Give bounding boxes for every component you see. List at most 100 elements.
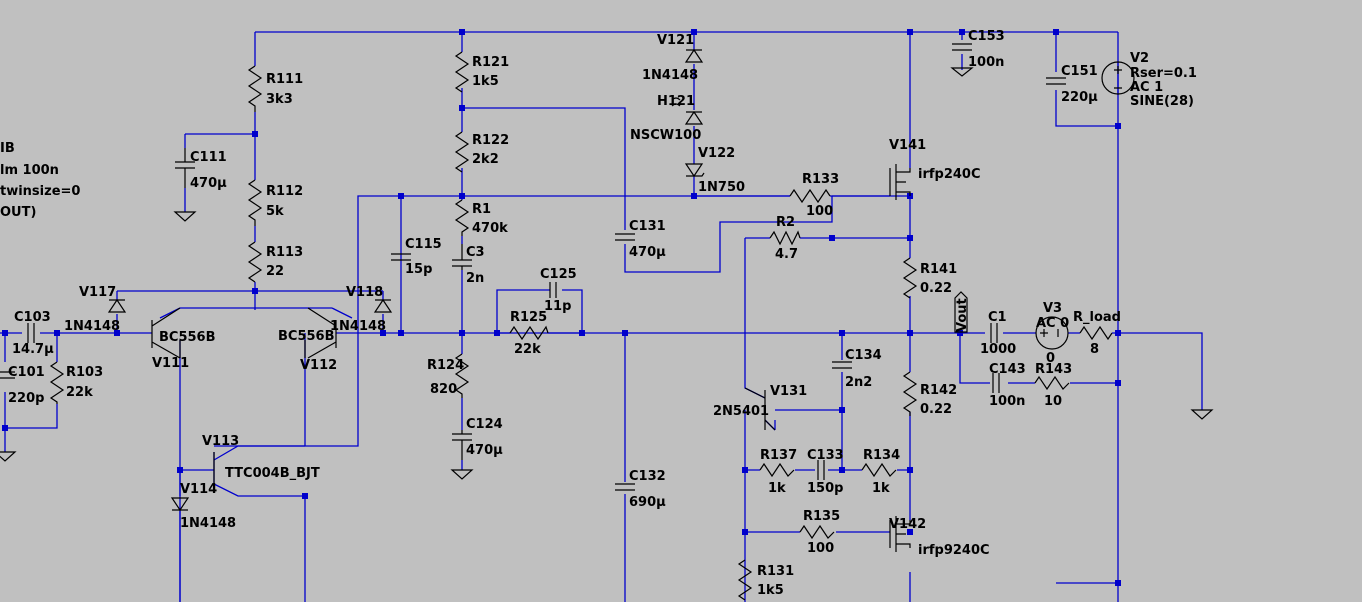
resistor-r125 (509, 325, 549, 341)
label-c143: C143 (989, 362, 1026, 377)
resistor-r113 (247, 241, 263, 283)
capacitor-c103 (27, 323, 35, 343)
label-r1: R1 (472, 202, 491, 217)
value-c3: 2n (466, 271, 484, 286)
resistor-rload (1079, 325, 1113, 341)
ground-c111 (173, 211, 197, 222)
label-v111: BC556B (159, 330, 216, 345)
value-v142: irfp9240C (918, 543, 990, 558)
source-v2 (1101, 61, 1135, 95)
label-c134: C134 (845, 348, 882, 363)
net-flag-vout (954, 291, 968, 333)
value-r133: 100 (806, 204, 833, 219)
capacitor-c101 (0, 371, 15, 379)
value-r143: 10 (1044, 394, 1062, 409)
label-c153: C153 (968, 29, 1005, 44)
resistor-r131 (737, 559, 753, 601)
value-r125: 22k (514, 342, 541, 357)
value-r135: 100 (807, 541, 834, 556)
resistor-r121 (454, 51, 470, 93)
resistor-r124 (454, 353, 470, 398)
ground-c153 (950, 67, 974, 77)
resistor-r134 (861, 462, 897, 478)
capacitor-c3 (452, 244, 472, 270)
label-c132: C132 (629, 469, 666, 484)
value-r124: 820 (430, 382, 457, 397)
value-c103: 14.7µ (12, 342, 54, 357)
diodes (107, 48, 705, 512)
label-c124: C124 (466, 417, 503, 432)
resistor-r135 (799, 524, 835, 540)
transistor-v111 (151, 307, 181, 359)
value-r112: 5k (266, 204, 284, 219)
v2-rser: Rser=0.1 (1130, 66, 1197, 81)
label-r134: R134 (863, 448, 900, 463)
label-r142: R142 (920, 383, 957, 398)
label-c125: C125 (540, 267, 577, 282)
label-r112: R112 (266, 184, 303, 199)
label-r111: R111 (266, 72, 303, 87)
value-v3: 0 (1046, 351, 1055, 366)
capacitor-c125 (549, 282, 557, 298)
label-c103: C103 (14, 310, 51, 325)
label-r124: R124 (427, 358, 464, 373)
value-c151: 220µ (1061, 90, 1098, 105)
label-c131: C131 (629, 219, 666, 234)
label-r133: R133 (802, 172, 839, 187)
value-r2: 4.7 (775, 247, 798, 262)
capacitors (0, 43, 1066, 491)
label-r103: R103 (66, 365, 103, 380)
value-v113: TTC004B_BJT (225, 466, 320, 481)
capacitor-c1 (990, 323, 998, 343)
v3-ac: AC 0 (1036, 316, 1069, 331)
capacitor-c115 (391, 253, 411, 261)
value-v141: irfp240C (918, 167, 981, 182)
label-c111: C111 (190, 150, 227, 165)
capacitor-c134 (832, 361, 852, 369)
value-c115: 15p (405, 262, 432, 277)
label-c133: C133 (807, 448, 844, 463)
value-c1: 1000 (980, 342, 1016, 357)
label-v117: V117 (79, 285, 116, 300)
capacitor-c133 (817, 460, 825, 480)
label-rload: R_load (1073, 310, 1121, 325)
value-r137: 1k (768, 481, 786, 496)
diode-h121 (671, 97, 704, 125)
v2-sine: SINE(28) (1130, 94, 1194, 109)
label-r135: R135 (803, 509, 840, 524)
value-r111: 3k3 (266, 92, 293, 107)
label-r113: R113 (266, 245, 303, 260)
label-h121: H121 (657, 94, 695, 109)
value-r131: 1k5 (757, 583, 784, 598)
directive-line4: OUT) (0, 205, 36, 220)
value-c124: 470µ (466, 443, 503, 458)
label-v114: V114 (180, 482, 217, 497)
resistors (49, 51, 1113, 601)
label-v3: V3 (1043, 301, 1062, 316)
label-v2: V2 (1130, 51, 1149, 66)
ground-c124 (450, 469, 474, 480)
capacitor-c111 (175, 148, 195, 188)
diode-v117 (107, 298, 127, 313)
value-v131: 2N5401 (713, 404, 769, 419)
capacitor-c151 (1046, 77, 1066, 85)
capacitor-c131 (615, 233, 635, 241)
value-r1: 470k (472, 221, 508, 236)
capacitor-c132 (615, 483, 635, 491)
value-r134: 1k (872, 481, 890, 496)
value-r142: 0.22 (920, 402, 952, 417)
value-v118: 1N4148 (330, 319, 386, 334)
value-v121: 1N4148 (642, 68, 698, 83)
label-r2: R2 (776, 215, 795, 230)
resistor-r133 (789, 188, 831, 204)
label-r137: R137 (760, 448, 797, 463)
resistor-r112 (247, 179, 263, 226)
ground-left (0, 451, 17, 462)
label-c151: C151 (1061, 64, 1098, 79)
label-r143: R143 (1035, 362, 1072, 377)
value-r141: 0.22 (920, 281, 952, 296)
diode-v114 (170, 497, 190, 512)
resistor-r111 (247, 65, 263, 112)
